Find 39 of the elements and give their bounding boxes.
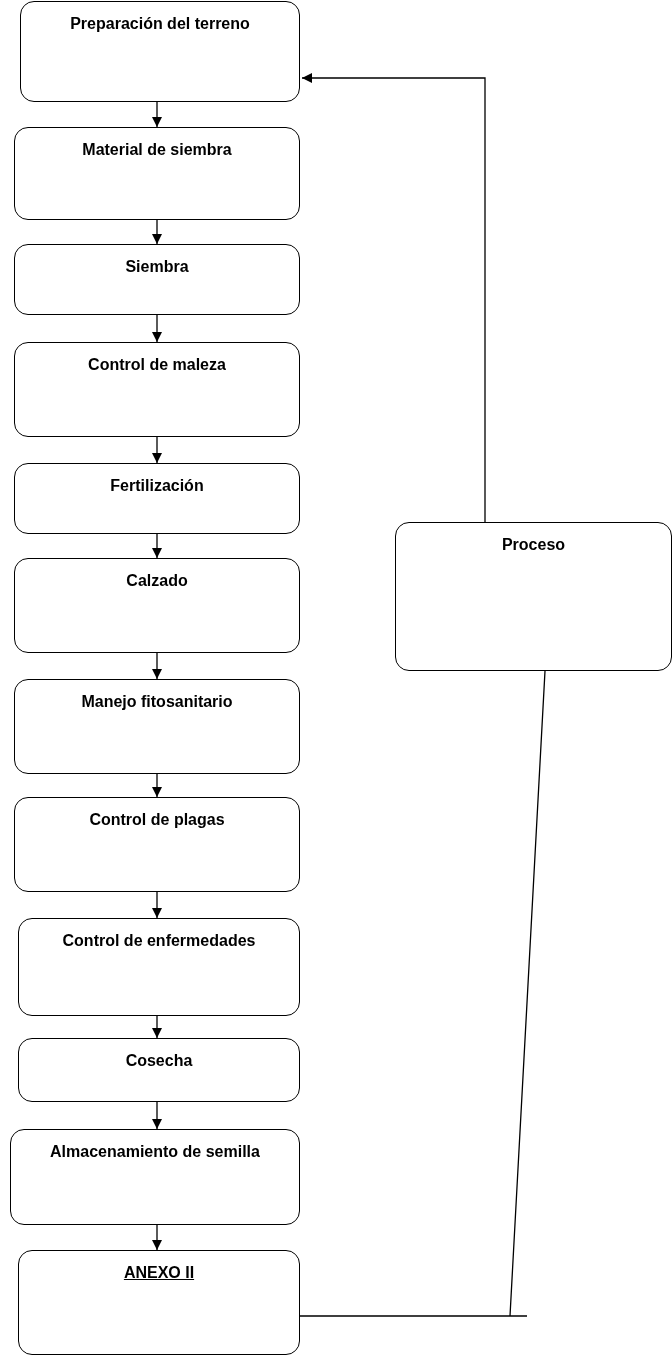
process-box [14,558,300,653]
arrow [301,73,486,523]
box-label: Cosecha [124,1051,194,1071]
arrow [152,652,162,680]
box-label: Control de maleza [87,355,227,375]
arrow [152,101,162,128]
arrow [152,1101,162,1130]
arrow [152,436,162,464]
box-label: Manejo fitosanitario [80,692,234,712]
arrow [152,1015,162,1039]
process-box [10,1129,300,1225]
box-label: Preparación del terreno [69,14,251,34]
process-box [20,1,300,102]
process-box [395,522,672,671]
arrow [152,219,162,245]
box-label: Almacenamiento de semilla [49,1142,261,1162]
process-box [14,244,300,315]
process-box [18,918,300,1016]
process-box [14,463,300,534]
arrow [152,891,162,919]
box-label: Control de plagas [88,810,226,830]
process-box [18,1250,300,1355]
arrow [152,314,162,343]
process-box [14,342,300,437]
box-label: Control de enfermedades [61,931,257,951]
box-label: Proceso [500,535,567,555]
process-box [14,679,300,774]
process-box [18,1038,300,1102]
arrow [152,1224,162,1251]
process-box [14,797,300,892]
arrow [152,533,162,559]
box-label: Material de siembra [81,140,233,160]
arrow [152,773,162,798]
box-label: Calzado [125,571,189,591]
process-box [14,127,300,220]
arrow [299,670,546,1317]
box-label: ANEXO II [122,1263,196,1283]
box-label: Siembra [124,257,190,277]
box-label: Fertilización [109,476,205,496]
